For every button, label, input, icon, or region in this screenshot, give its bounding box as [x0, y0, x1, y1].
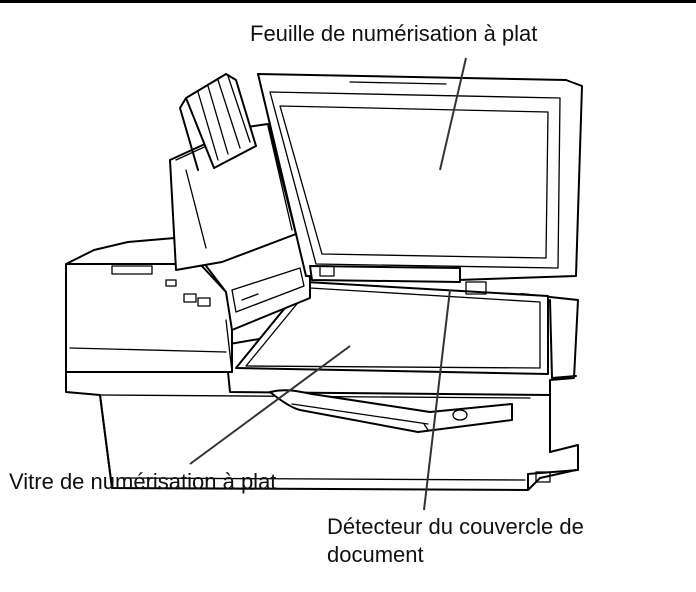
leader-lines	[189, 57, 467, 511]
document-cover	[257, 73, 583, 295]
label-cover-sensor-line1: Détecteur du couvercle de	[327, 514, 584, 539]
leader-line-detecteur	[423, 289, 451, 511]
leader-line-vitre	[189, 345, 351, 465]
top-rule	[0, 0, 696, 3]
leader-line-feuille	[439, 57, 467, 171]
label-cover-sensor-line2: document	[327, 542, 424, 567]
document-feeder	[65, 73, 311, 373]
label-flatbed-glass: Vitre de numérisation à plat	[9, 469, 277, 494]
label-flatbed-sheet: Feuille de numérisation à plat	[250, 21, 538, 46]
flatbed-glass	[235, 281, 549, 375]
label-cover-sensor: Détecteur du couvercle de document	[327, 513, 584, 569]
